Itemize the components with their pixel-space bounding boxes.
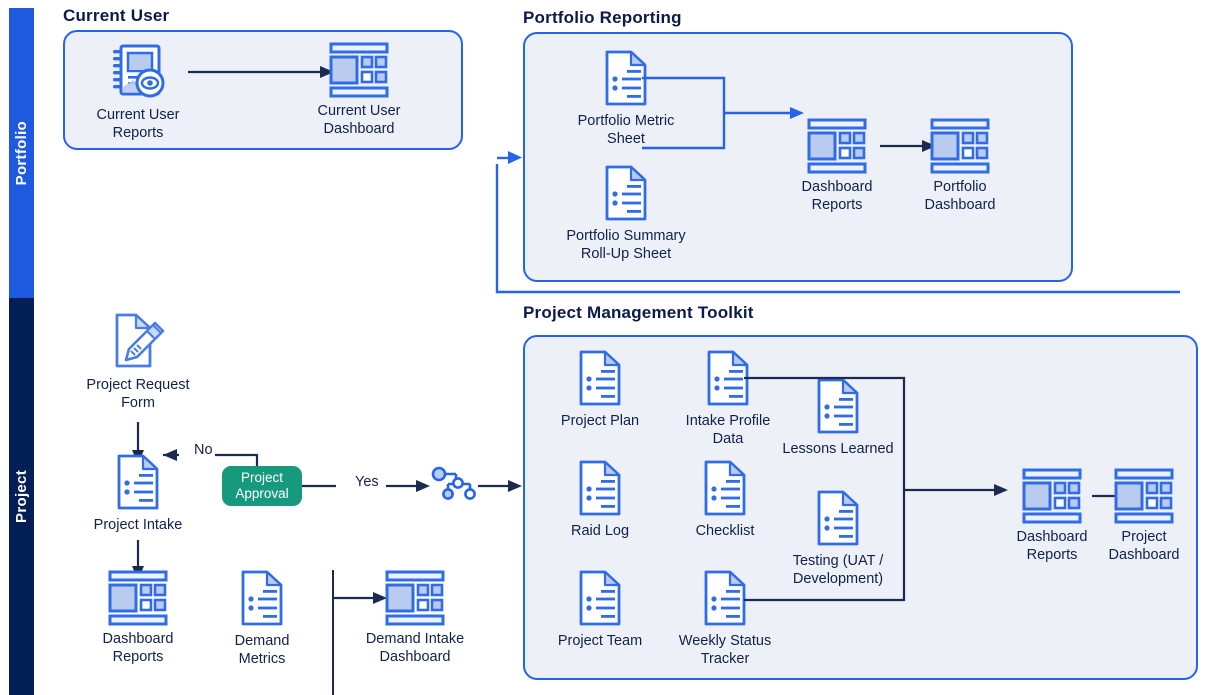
document-icon — [241, 570, 283, 626]
node-label: Portfolio Metric Sheet — [577, 113, 675, 148]
node-workflow-branch[interactable] — [430, 462, 480, 506]
connector-label-yes: Yes — [353, 474, 381, 490]
node-label: Portfolio Dashboard — [924, 179, 996, 214]
document-icon — [605, 50, 647, 106]
node-label: Project Request Form — [86, 377, 190, 412]
node-project-plan[interactable]: Project Plan — [553, 348, 647, 430]
document-icon — [707, 350, 749, 406]
node-current-user-reports[interactable]: Current User Reports — [83, 40, 193, 143]
document-pencil-icon — [115, 313, 165, 368]
node-label: Intake Profile Data — [685, 413, 771, 448]
node-raid-log[interactable]: Raid Log — [553, 458, 647, 540]
node-intake-dashboard-reports[interactable]: Dashboard Reports — [86, 570, 190, 667]
connector-branch-to-toolkit — [478, 480, 522, 492]
dashboard-icon — [108, 570, 168, 626]
node-label: Project Plan — [560, 413, 640, 429]
node-intake-profile-data[interactable]: Intake Profile Data — [678, 348, 778, 449]
connector-demand-bus-line — [332, 570, 335, 695]
report-eye-icon — [113, 44, 165, 98]
dashboard-icon — [930, 118, 990, 174]
node-project-dashboard[interactable]: Project Dashboard — [1096, 468, 1192, 565]
node-label: Portfolio Summary Roll-Up Sheet — [566, 228, 686, 263]
dashboard-icon — [1114, 468, 1174, 524]
node-label: Lessons Learned — [782, 441, 894, 457]
document-icon — [579, 350, 621, 406]
node-checklist[interactable]: Checklist — [678, 458, 772, 540]
node-label: Project Team — [557, 633, 643, 649]
node-portfolio-summary-rollup-sheet[interactable]: Portfolio Summary Roll-Up Sheet — [550, 163, 702, 264]
node-portfolio-dashboard[interactable]: Portfolio Dashboard — [912, 118, 1008, 215]
node-label: Dashboard Reports — [801, 179, 873, 214]
node-lessons-learned[interactable]: Lessons Learned — [782, 376, 894, 458]
dashboard-icon — [385, 570, 445, 626]
node-demand-metrics[interactable]: Demand Metrics — [222, 568, 302, 669]
workflow-branch-icon — [431, 466, 476, 500]
lane-project-label: Project — [13, 470, 30, 523]
document-icon — [704, 570, 746, 626]
connector-label-no: No — [192, 442, 215, 458]
node-current-user-dashboard[interactable]: Current User Dashboard — [305, 42, 413, 139]
dashboard-icon — [807, 118, 867, 174]
node-weekly-status-tracker[interactable]: Weekly Status Tracker — [670, 568, 780, 669]
node-project-request-form[interactable]: Project Request Form — [78, 310, 198, 413]
document-icon — [605, 165, 647, 221]
node-label: Project Dashboard — [1108, 529, 1180, 564]
node-label: Current User Dashboard — [317, 103, 401, 138]
document-icon — [117, 454, 159, 510]
node-label: Testing (UAT / Development) — [792, 553, 884, 588]
node-project-team[interactable]: Project Team — [553, 568, 647, 650]
node-label: Dashboard Reports — [102, 631, 174, 666]
node-label: Demand Intake Dashboard — [365, 631, 465, 666]
document-icon — [817, 490, 859, 546]
node-label: Project Intake — [93, 517, 183, 533]
group-title-portfolio-reporting: Portfolio Reporting — [523, 8, 682, 27]
group-title-current-user: Current User — [63, 6, 170, 25]
node-label: Current User Reports — [96, 107, 180, 142]
document-icon — [817, 378, 859, 434]
decision-project-approval[interactable]: Project Approval — [222, 466, 302, 506]
node-demand-intake-dashboard[interactable]: Demand Intake Dashboard — [354, 570, 476, 667]
group-title-pm-toolkit: Project Management Toolkit — [523, 303, 754, 322]
lane-project: Project — [9, 298, 34, 695]
lane-portfolio-label: Portfolio — [13, 120, 30, 186]
node-label: Checklist — [695, 523, 755, 539]
node-portfolio-metric-sheet[interactable]: Portfolio Metric Sheet — [570, 48, 682, 149]
node-label: Dashboard Reports — [1016, 529, 1088, 564]
lane-portfolio: Portfolio — [9, 8, 34, 298]
document-icon — [579, 460, 621, 516]
node-label: Raid Log — [570, 523, 630, 539]
node-portfolio-dashboard-reports[interactable]: Dashboard Reports — [785, 118, 889, 215]
node-label: Weekly Status Tracker — [678, 633, 772, 668]
document-icon — [704, 460, 746, 516]
node-project-intake[interactable]: Project Intake — [85, 452, 191, 534]
dashboard-icon — [1022, 468, 1082, 524]
node-testing-uat-development[interactable]: Testing (UAT / Development) — [782, 488, 894, 589]
dashboard-icon — [329, 42, 389, 98]
node-toolkit-dashboard-reports[interactable]: Dashboard Reports — [1000, 468, 1104, 565]
node-label: Demand Metrics — [234, 633, 290, 668]
document-icon — [579, 570, 621, 626]
